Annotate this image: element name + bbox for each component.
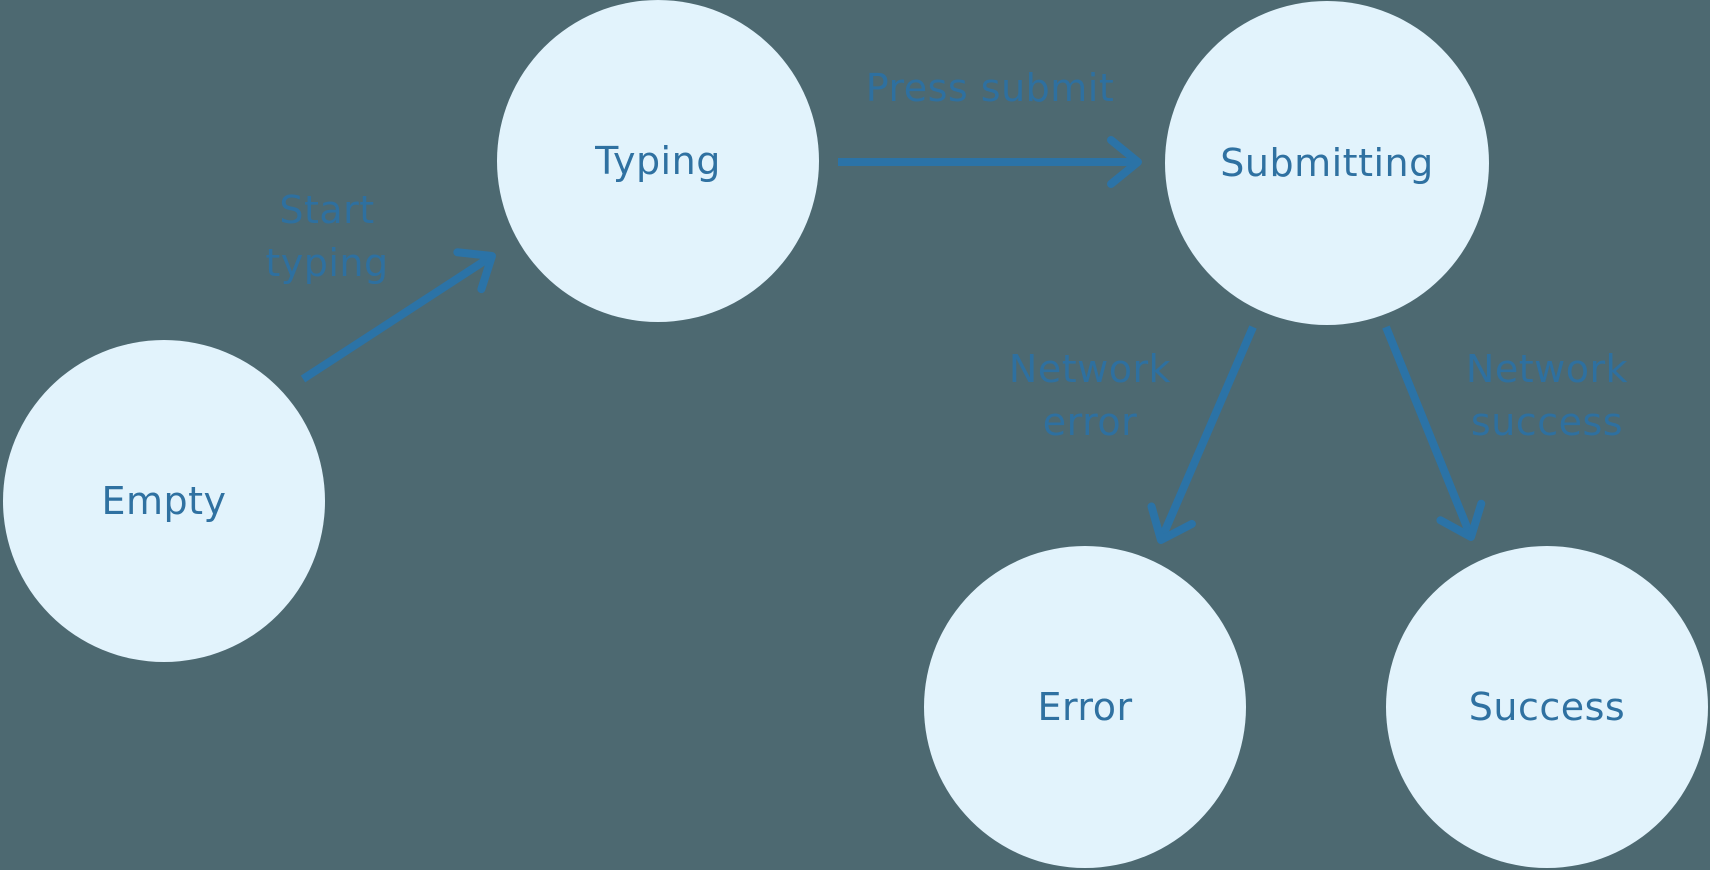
transition-label-line: typing — [265, 241, 389, 285]
transition-label-network-success: Network success — [1397, 343, 1697, 449]
state-node-submitting: Submitting — [1165, 1, 1489, 325]
state-node-typing: Typing — [497, 0, 819, 322]
transition-label-line: error — [1042, 400, 1138, 444]
state-node-empty: Empty — [3, 340, 325, 662]
state-label-typing: Typing — [595, 139, 721, 183]
state-label-submitting: Submitting — [1220, 141, 1434, 185]
state-label-error: Error — [1037, 685, 1133, 729]
arrow-submitting-to-error — [1147, 325, 1257, 544]
transition-label-line: Start — [279, 188, 375, 232]
state-node-success: Success — [1386, 546, 1708, 868]
transition-label-line: success — [1470, 400, 1624, 444]
transition-label-line: Network — [1465, 347, 1629, 391]
state-label-success: Success — [1468, 685, 1626, 729]
transition-label-network-error: Network error — [940, 343, 1240, 449]
transition-label-start-typing: Start typing — [177, 184, 477, 290]
transition-label-press-submit: Press submit — [840, 62, 1140, 115]
transition-label-line: Press submit — [865, 66, 1115, 110]
transition-label-line: Network — [1008, 347, 1172, 391]
state-label-empty: Empty — [101, 479, 227, 523]
arrow-empty-to-typing — [300, 248, 496, 383]
state-node-error: Error — [924, 546, 1246, 868]
arrow-submitting-to-success — [1382, 325, 1486, 541]
